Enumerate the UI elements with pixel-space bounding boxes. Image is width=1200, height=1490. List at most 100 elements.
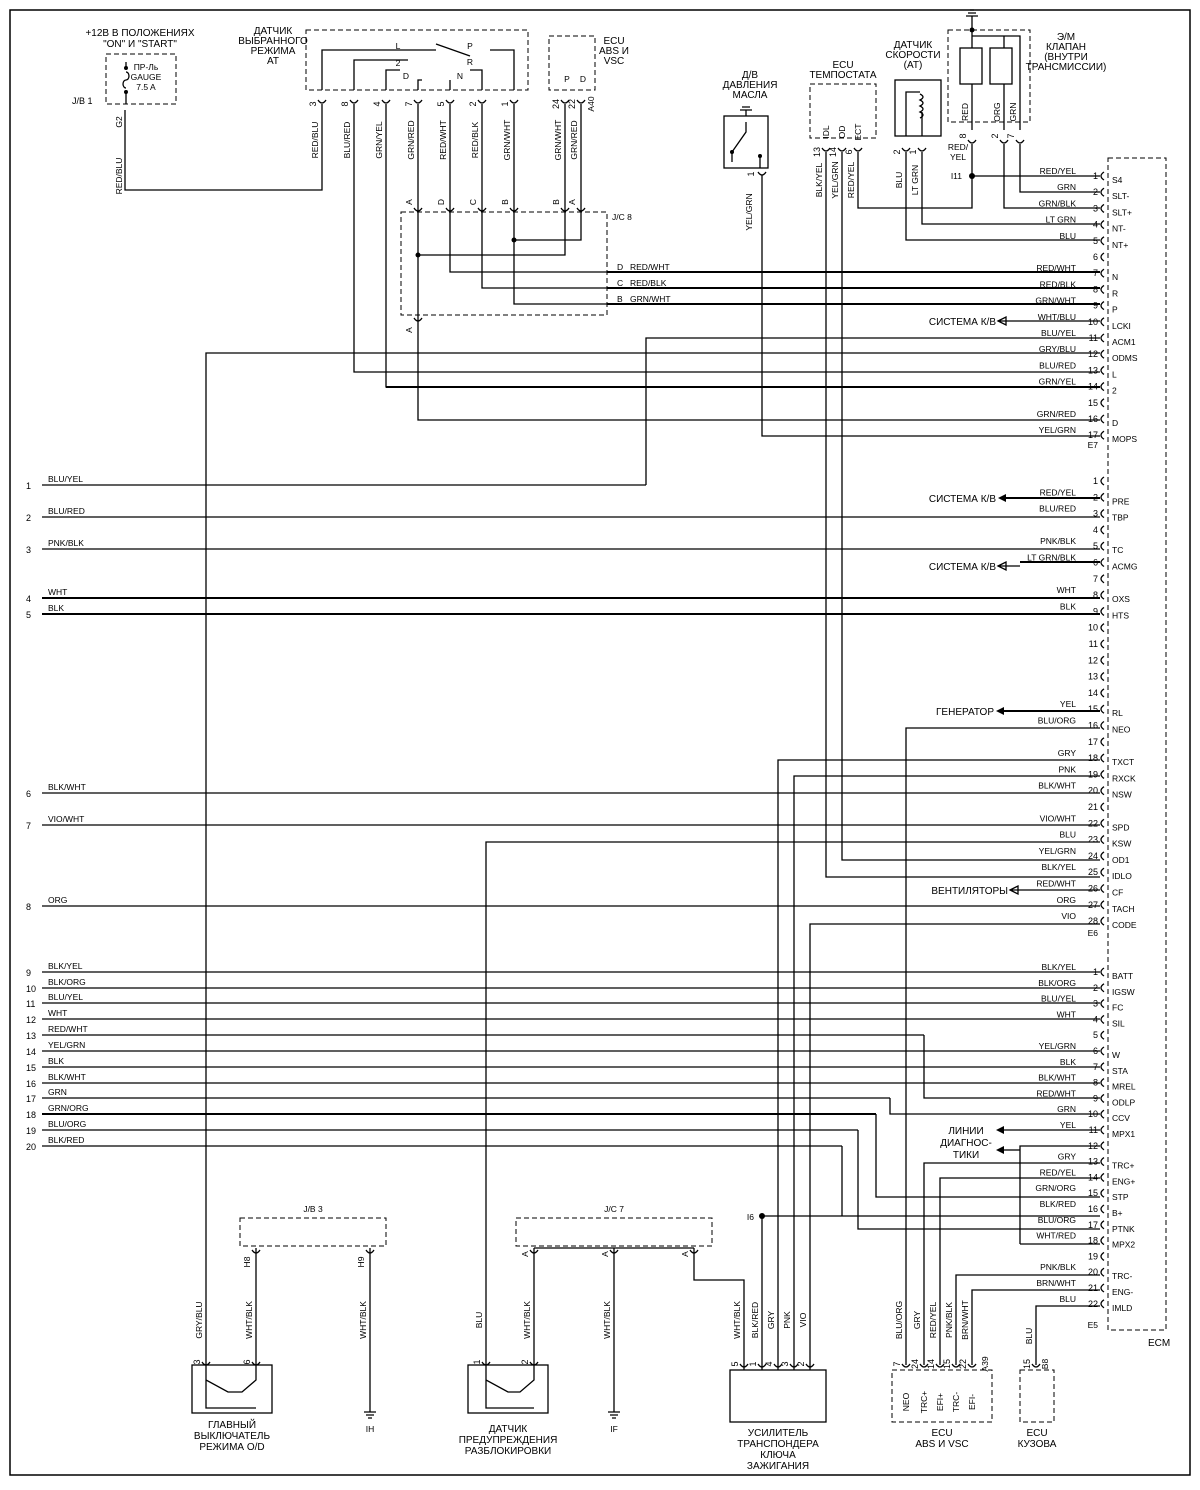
ecm-pin-number: 12 [1088,655,1098,665]
ecm-pin-number: 27 [1088,900,1098,910]
abs-top-wire-label: GRN/RED [569,120,579,159]
solenoid-box [947,29,1031,123]
ecm-pin-number: 14 [1088,382,1098,392]
connector-icon [1100,187,1105,197]
ecm-pin-number: 2 [1093,187,1098,197]
abs-bottom-wire: RED/YEL [928,1302,938,1339]
ecm-pin-name: SIL [1112,1018,1125,1028]
ecm-pin-number: 4 [1093,1014,1098,1024]
cruise-ecu-pin-number: 6 [844,149,854,154]
abs-top-label: VSC [604,56,625,67]
ecm-pin-wire: PNK/BLK [1040,536,1076,546]
speed-sensor-pin-number: 2 [892,149,902,154]
connector-icon [381,99,391,104]
left-line-wire: BLK/RED [48,1135,84,1145]
cruise-ecu-box [809,83,877,139]
left-line-wire: WHT [48,587,67,597]
abs-bottom-pin-name: EFI+ [935,1393,945,1411]
ecm-pin-wire: GRN [1057,1104,1076,1114]
ground-icon [364,1411,376,1419]
left-line-wire: VIO/WHT [48,814,84,824]
connector-icon [1100,1299,1105,1309]
connector-icon [1100,203,1105,213]
left-line-number: 3 [26,545,31,555]
solenoid-wire-side: RED/ [948,142,969,152]
connector-icon [1100,252,1105,262]
connector-icon [1100,1251,1105,1261]
jb3-wiring [255,1248,371,1412]
left-line-wire: BLU/ORG [48,1119,86,1129]
power-wire [124,104,323,191]
connector-icon [1100,606,1105,616]
jc8-to-ecm [607,271,1100,305]
ecm-pin-wire: BLK/YEL [1042,962,1077,972]
left-line-number: 17 [26,1094,36,1104]
abs-top-pin: P [564,74,570,84]
selector-pin-number: 2 [468,101,478,106]
transponder-pin: 4 [764,1361,774,1366]
oil-pressure-label: ДАВЛЕНИЯ [723,80,778,91]
ecm-pin-number: 12 [1088,1141,1098,1151]
abs-top-label: ABS И [599,46,629,57]
ecm-pin-name: TACH [1112,904,1135,914]
connector-icon [1100,171,1105,181]
i11-label: I11 [951,171,962,181]
abs-bottom-pin-name: TRC- [951,1392,961,1412]
connector-icon [1100,349,1105,359]
od-switch-pin: 3 [192,1359,202,1364]
ecm-pin-wire: GRN [1057,182,1076,192]
connector-icon [1100,236,1105,246]
ecm-pin-name: CODE [1112,920,1137,930]
abs-top-pin-number: 22 [567,99,577,109]
ecm-pin-number: 16 [1088,721,1098,731]
stp-route [875,1114,1100,1198]
connector-icon [1100,1204,1105,1214]
left-line-wire: GRN/ORG [48,1103,89,1113]
ecm-pin-name: TC [1112,545,1123,555]
left-line-number: 2 [26,513,31,523]
ecm-pin-wire: GRN/YEL [1039,377,1077,387]
ecm-pin-number: 11 [1089,639,1098,649]
connector-icon [251,1361,261,1366]
jb3-label: J/B 3 [303,1204,323,1214]
ac-system-label: СИСТЕМА К/В [929,317,996,328]
oil-pressure-pin: 1 [746,171,756,176]
connector-icon [576,99,586,104]
left-line-wire: BLK/WHT [48,1072,86,1082]
abs-bottom-pin-number: 15 [942,1359,952,1369]
left-lines: 1BLU/YEL2BLU/RED3PNK/BLK4WHT5BLK6BLK/WHT… [26,474,1100,1230]
labels: +12В В ПОЛОЖЕНИЯХ"ON" И "START"ПР-ЛьGAUG… [72,26,1106,1472]
ecm-pin-name: TXCT [1112,757,1134,767]
ecm-pin-wire: YEL [1060,1120,1076,1130]
speed-sensor-box [894,79,942,137]
solenoid-coil-1 [959,47,983,85]
ecm-pin-name: SLT- [1112,191,1129,201]
ecm-pin-wire: RED/YEL [1040,1167,1077,1177]
connector-icon [529,1361,539,1366]
ecm-pin-wire: BLU [1059,830,1076,840]
ecm-pin-wire: WHT/BLU [1038,312,1076,322]
ecm-pin-number: 2 [1093,983,1098,993]
ecm-pin-name: PTNK [1112,1224,1135,1234]
selector-wire-label: GRN/RED [406,120,416,159]
abs-bottom-wires [923,1162,1100,1365]
jc8-pin: B [500,199,510,205]
connector-icon [1100,983,1105,993]
od-switch-icon [205,1365,257,1409]
solenoid-wire-side: YEL [950,152,966,162]
connector-icon [529,1249,539,1254]
connector-icon [477,99,487,104]
connector-icon [917,147,927,152]
ecm-pin-name: N [1112,272,1118,282]
transponder-label: ЗАЖИГАНИЯ [747,1461,809,1472]
ecm-pin-wire: GRY/BLU [1039,344,1076,354]
transponder-pin: 2 [796,1361,806,1366]
connector-icon [1100,704,1105,714]
ecm-pin-name: NSW [1112,790,1132,800]
abs-top-label: ECU [603,36,624,47]
connector-icon [1100,525,1105,535]
od-switch-label: ВЫКЛЮЧАТЕЛЬ [194,1431,271,1442]
selector-wire-label: GRN/WHT [502,120,512,161]
selector-position: L [396,41,401,51]
